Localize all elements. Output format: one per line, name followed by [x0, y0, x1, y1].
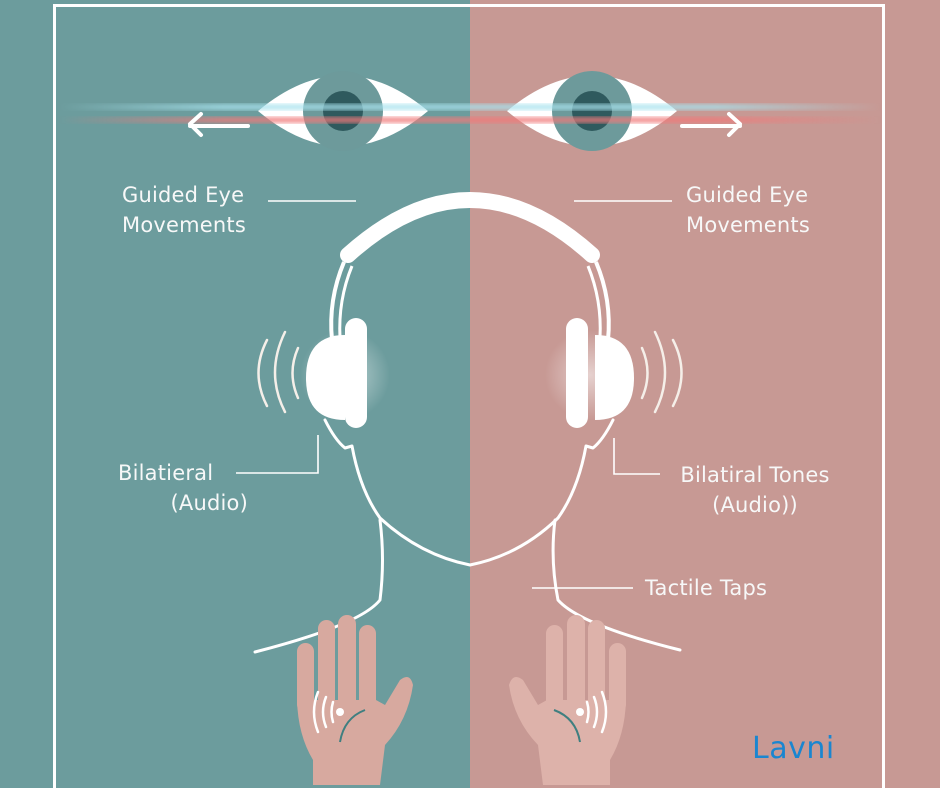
sound-waves-icon	[640, 330, 683, 414]
headphones-icon	[306, 192, 634, 428]
label-line: (Audio))	[712, 493, 798, 517]
label-line: (Audio)	[170, 491, 248, 515]
label-line: Guided Eye	[122, 183, 245, 207]
arrow-right-icon	[680, 112, 742, 137]
label-line: Bilatiral Tones	[680, 463, 830, 487]
label-line: Movements	[686, 213, 810, 237]
sound-waves-icon	[257, 330, 300, 414]
label-tactile-taps: Tactile Taps	[645, 576, 768, 600]
label-line: Movements	[122, 213, 246, 237]
connector-lines	[236, 200, 672, 589]
eye-icon	[258, 71, 428, 151]
label-bilateral-audio-left: Bilatieral (Audio)	[118, 458, 248, 518]
head-outline-icon	[253, 418, 682, 654]
arrow-left-icon	[188, 112, 250, 137]
hand-icon	[509, 615, 626, 785]
label-guided-eye-left: Guided Eye Movements	[122, 180, 246, 240]
label-bilateral-tones-right: Bilatiral Tones (Audio))	[670, 460, 840, 520]
eye-icon	[507, 71, 677, 151]
hand-icon	[297, 615, 413, 785]
label-line: Guided Eye	[686, 183, 809, 207]
label-guided-eye-right: Guided Eye Movements	[686, 180, 810, 240]
brand-logo: Lavni	[752, 731, 835, 766]
label-line: Bilatieral	[118, 461, 214, 485]
